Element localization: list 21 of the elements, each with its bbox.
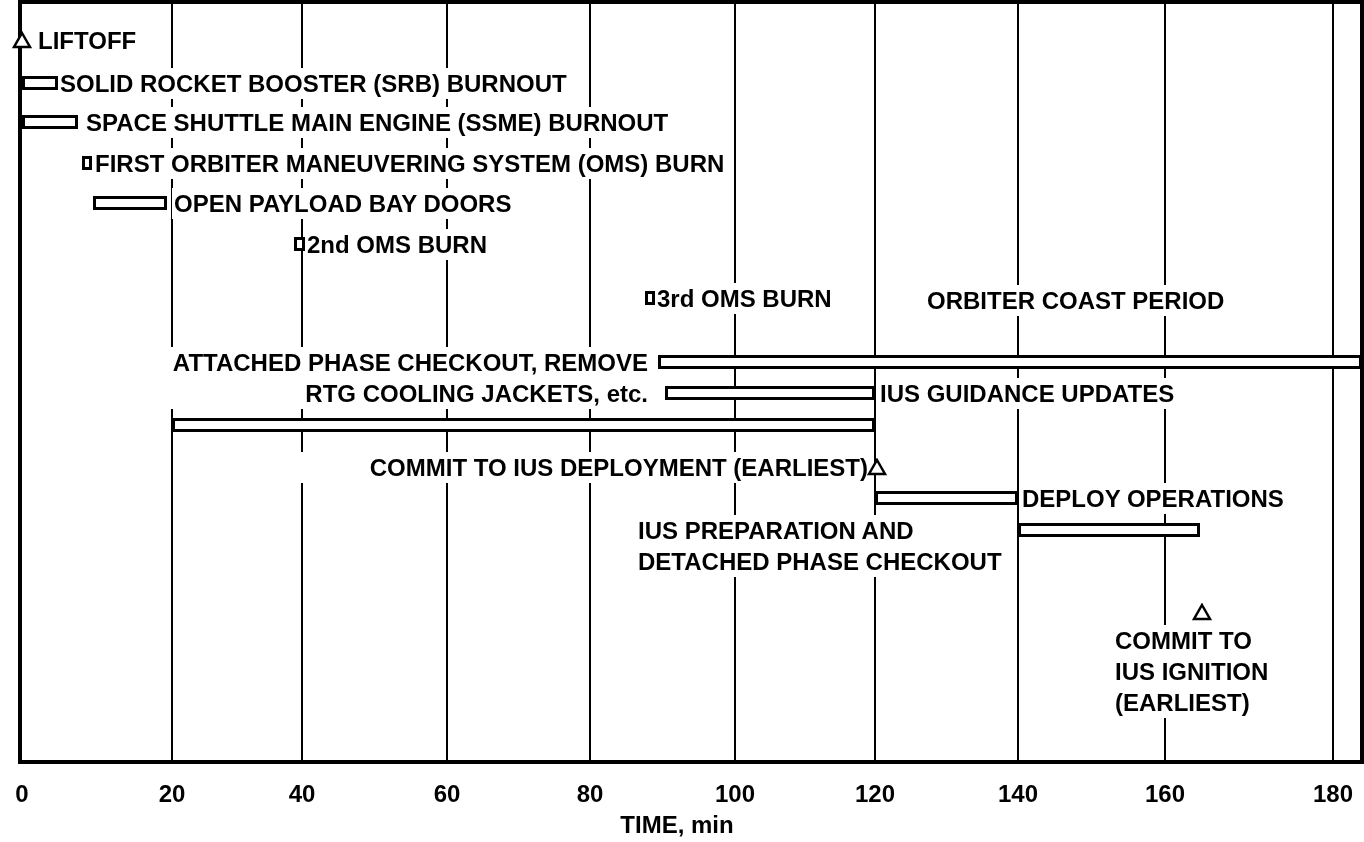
bar-label: ORBITER COAST PERIOD: [925, 285, 1227, 316]
timeline-bar: [294, 237, 305, 251]
timeline-bar: [665, 386, 875, 400]
timeline-bar: [172, 418, 875, 432]
timeline-bar: [875, 491, 1018, 505]
timeline-bar: [93, 196, 167, 210]
timeline-bar: [22, 76, 58, 90]
timeline-bar: [1018, 523, 1200, 537]
timeline-bar: [22, 115, 78, 129]
bar-label: OPEN PAYLOAD BAY DOORS: [172, 188, 514, 219]
bar-label: 2nd OMS BURN: [305, 229, 489, 260]
milestone-triangle: [867, 458, 887, 476]
bar-label: IUS GUIDANCE UPDATES: [878, 378, 1177, 409]
bar-label: DEPLOY OPERATIONS: [1020, 483, 1286, 514]
timeline-bar: [645, 291, 655, 305]
milestone-triangle: [1192, 603, 1212, 621]
bar-label: SPACE SHUTTLE MAIN ENGINE (SSME) BURNOUT: [84, 107, 671, 138]
bar-label: SOLID ROCKET BOOSTER (SRB) BURNOUT: [58, 68, 569, 99]
timeline-bar: [658, 355, 1362, 369]
timeline-bar: [82, 156, 92, 170]
milestone-triangle: [12, 31, 32, 49]
